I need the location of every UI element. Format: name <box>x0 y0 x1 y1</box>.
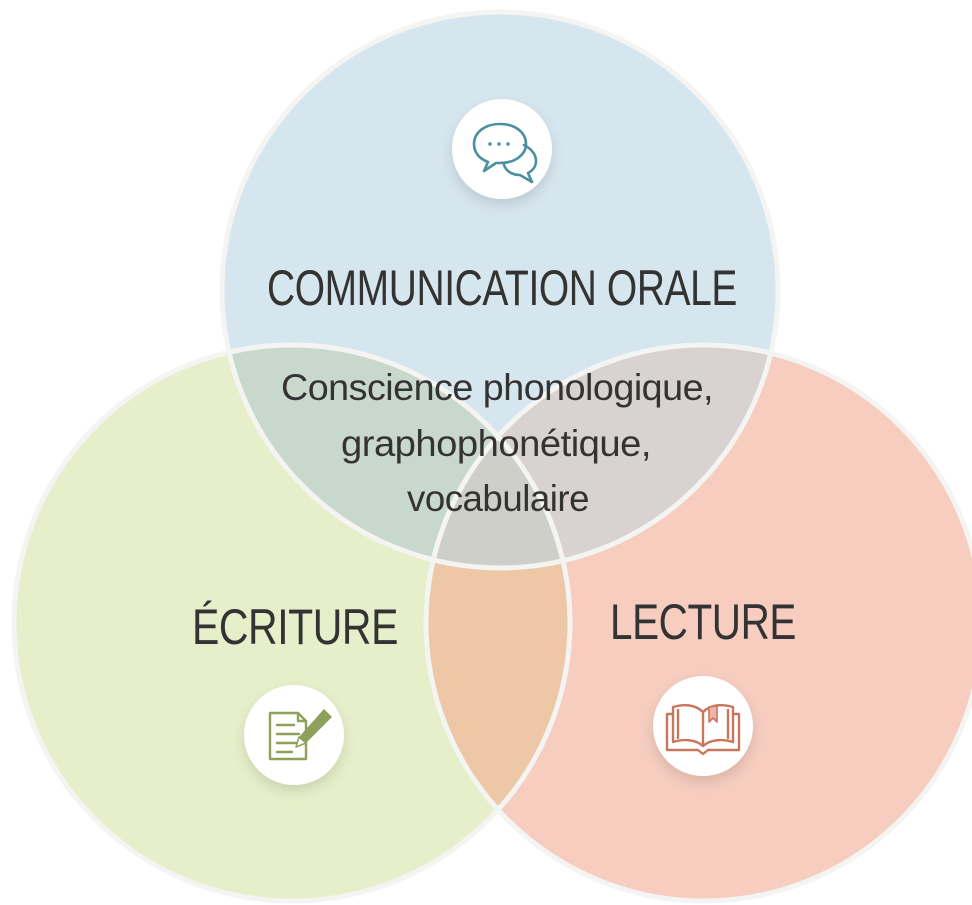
speech-bubbles-icon <box>452 99 552 199</box>
intersection-line-2: graphophonétique, <box>341 423 651 464</box>
intersection-line-3: vocabulaire <box>407 478 589 519</box>
overlap-communication-ecriture <box>222 345 570 568</box>
outline-ecriture <box>11 342 573 904</box>
label-lecture: LECTURE <box>610 594 796 650</box>
outline-lecture <box>423 342 972 904</box>
intersection-line-1: Conscience phonologique, <box>281 367 713 408</box>
overlap-communication-lecture <box>426 345 778 568</box>
label-ecriture: ÉCRITURE <box>192 599 398 655</box>
open-book-icon <box>653 676 753 776</box>
label-communication-orale: COMMUNICATION ORALE <box>267 260 737 316</box>
document-pencil-icon <box>244 685 344 785</box>
outline-communication <box>219 9 781 571</box>
